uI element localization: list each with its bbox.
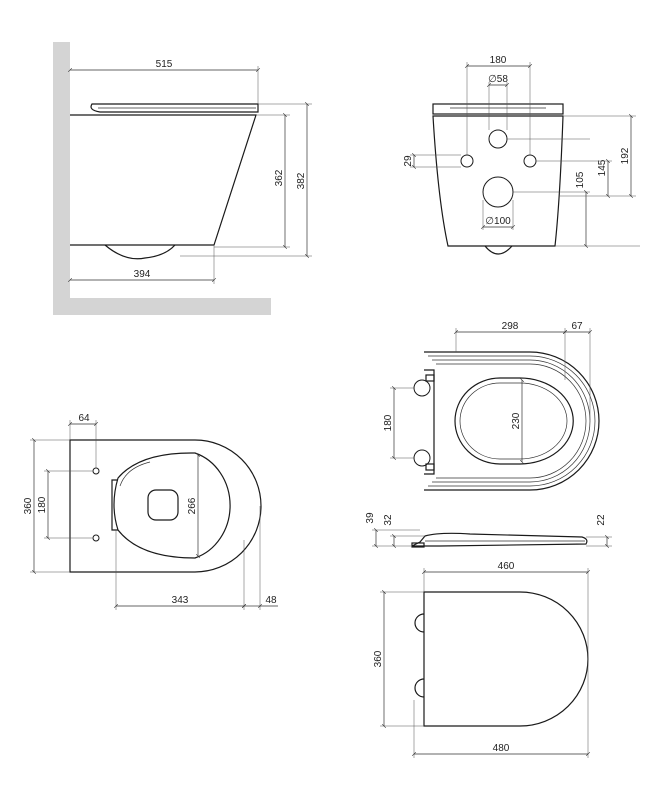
- seat-side-profile: [411, 532, 588, 547]
- floor-horizontal: [53, 298, 271, 315]
- dim-382: 382: [296, 172, 307, 189]
- dim-180-seat: 180: [383, 414, 394, 431]
- dim-480: 480: [493, 743, 510, 754]
- dim-343: 343: [172, 595, 189, 606]
- dim-360-lid: 360: [373, 650, 384, 667]
- outlet-hole: [482, 176, 514, 208]
- top-hole-lower: [92, 534, 100, 542]
- dim-22: 22: [596, 514, 607, 526]
- top-bowl-outline: [69, 439, 262, 573]
- seat-outline-outer: [424, 351, 600, 491]
- seat-side-view: 39 32 22: [365, 512, 612, 549]
- dim-39: 39: [365, 512, 376, 524]
- dim-360-top: 360: [23, 497, 34, 514]
- lid-hinge-lower: [414, 678, 425, 698]
- top-rim-inner-2: [119, 461, 151, 487]
- top-drain-opening: [147, 489, 179, 521]
- inlet-hole: [488, 129, 508, 149]
- seat-hinge-upper: [413, 379, 431, 397]
- rear-seat-top: [432, 103, 564, 115]
- dim-230: 230: [511, 412, 522, 429]
- top-rim-inner: [113, 452, 231, 559]
- wall-vertical: [53, 42, 70, 315]
- rear-outlet: [484, 245, 513, 255]
- dim-48: 48: [265, 595, 277, 606]
- lid-outline: [423, 591, 589, 727]
- dim-64: 64: [78, 413, 90, 424]
- dim-145: 145: [597, 159, 608, 176]
- lid-hinge-upper: [414, 613, 425, 633]
- top-seat-rear: [111, 479, 118, 531]
- dim-362: 362: [274, 169, 285, 186]
- lid-top-view: 460 360 480: [373, 561, 591, 758]
- dim-105: 105: [575, 171, 586, 188]
- side-outlet: [104, 244, 176, 260]
- side-view: 515 394 362 382: [53, 42, 312, 315]
- dim-d58: ∅58: [488, 74, 508, 85]
- bolt-hole-right: [523, 154, 537, 168]
- top-view: 64 360 180 266 343 48: [23, 413, 278, 610]
- dim-29: 29: [403, 155, 414, 167]
- dim-515: 515: [156, 59, 173, 70]
- dim-67: 67: [571, 321, 583, 332]
- dim-460: 460: [498, 561, 515, 572]
- dim-298: 298: [502, 321, 519, 332]
- dim-180-rear: 180: [490, 55, 507, 66]
- side-seat-lid: [90, 103, 259, 113]
- seat-hinge-bar: [424, 369, 435, 475]
- seat-top-view: 298 67 180 230: [383, 321, 600, 491]
- dim-180-top: 180: [37, 496, 48, 513]
- dim-192: 192: [620, 147, 631, 164]
- dim-266: 266: [187, 497, 198, 514]
- rear-view: 180 ∅58 ∅100 29 105 145 192: [403, 55, 640, 255]
- dim-d100: ∅100: [485, 216, 511, 227]
- dim-32: 32: [383, 514, 394, 526]
- bolt-hole-left: [460, 154, 474, 168]
- dim-394: 394: [134, 269, 151, 280]
- top-hole-upper: [92, 467, 100, 475]
- side-bowl-body: [70, 114, 257, 246]
